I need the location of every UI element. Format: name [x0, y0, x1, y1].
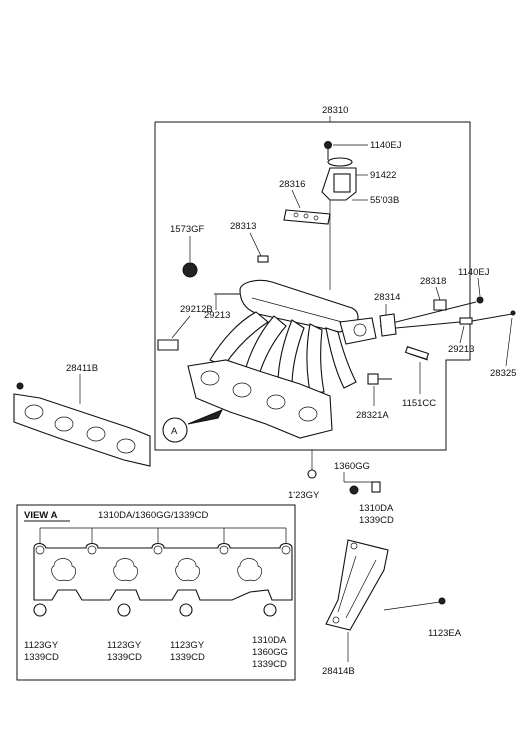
view-a-callout-3-line-1: 1123GY — [170, 640, 205, 651]
label-1339cd: 1339CD — [359, 515, 394, 526]
nut-1123gy-icon — [307, 469, 317, 479]
label-29213-right: 29213 — [448, 344, 474, 355]
view-direction-arrow-icon — [187, 409, 224, 425]
bolt-right-icon — [476, 296, 484, 304]
label-1123gy: 1'23GY — [288, 490, 320, 501]
view-a-top-callout: 1310DA/1360GG/1339CD — [98, 510, 209, 521]
label-28325: 28325 — [490, 368, 516, 379]
label-28314: 28314 — [374, 292, 400, 303]
bolt-1123ea-icon — [438, 597, 446, 605]
label-28313: 28313 — [230, 221, 256, 232]
nut-1310da-icon — [371, 481, 381, 493]
label-28411b: 28411B — [66, 363, 98, 374]
manifold-flange — [187, 359, 333, 439]
view-a-marker — [162, 417, 188, 443]
label-28316: 28316 — [279, 179, 305, 190]
view-a-callout-2-line-1: 1123GY — [107, 640, 142, 651]
label-1151cc: 1151CC — [402, 398, 436, 409]
nipple-29212b-icon — [157, 339, 179, 351]
view-a-callout-1-line-1: 1123GY — [24, 640, 59, 651]
view-a-gasket — [33, 542, 293, 617]
plenum-chamber — [239, 279, 359, 333]
throttle-flange — [339, 317, 377, 345]
label-28414b: 28414B — [322, 666, 355, 677]
view-a-marker-label: A — [171, 426, 178, 437]
label-1360gg: 1360GG — [334, 461, 370, 472]
view-a-leaders — [39, 527, 287, 546]
gasket-28316-icon — [283, 209, 331, 225]
bolt-top-icon — [324, 141, 332, 149]
view-a-box — [16, 504, 296, 681]
label-29213-left: 29213 — [204, 310, 230, 321]
washer-icon — [327, 157, 353, 167]
label-1140ej-right: 1140EJ — [458, 267, 490, 278]
label-bolt-top: 1140EJ — [370, 140, 402, 151]
bracket-28318-icon — [433, 299, 447, 311]
view-a-bottom-callouts: 1123GY 1339CD 1123GY 1339CD 1123GY 1339C… — [24, 635, 288, 670]
label-28321a: 28321A — [356, 410, 389, 421]
label-1310da: 1310DA — [359, 503, 394, 514]
view-a-callout-3-line-2: 1339CD — [170, 652, 205, 663]
stay-28414b — [325, 539, 389, 631]
view-a-title: VIEW A — [24, 510, 58, 521]
label-1573gf: 1573GF — [170, 224, 205, 235]
view-a-callout-4-line-2: 1360GG — [252, 647, 288, 658]
label-29212b: 29212B — [180, 304, 213, 315]
top-bracket-group — [321, 141, 357, 290]
gasket-bolt-icon — [16, 382, 24, 390]
intake-manifold — [187, 279, 377, 439]
nut-1360gg-icon — [349, 485, 359, 495]
label-5503b: 55'03B — [370, 195, 399, 206]
exhaust-gasket-28411b — [13, 393, 151, 467]
label-28310: 28310 — [322, 105, 348, 116]
label-1123ea: 1123EA — [428, 628, 462, 639]
stud-bolt-icon — [404, 346, 430, 360]
sensor-icon — [257, 255, 269, 263]
label-28318: 28318 — [420, 276, 446, 287]
gasket-28314-icon — [379, 313, 397, 337]
view-a-callout-2-line-2: 1339CD — [107, 652, 142, 663]
view-a-callout-4-line-1: 1310DA — [252, 635, 287, 646]
plug-icon — [182, 262, 198, 278]
label-91422: 91422 — [370, 170, 396, 181]
view-a-callout-4-line-3: 1339CD — [252, 659, 287, 670]
assembly-frame — [154, 121, 471, 451]
nut-28321a-icon — [367, 373, 379, 385]
view-a-callout-1-line-2: 1339CD — [24, 652, 59, 663]
